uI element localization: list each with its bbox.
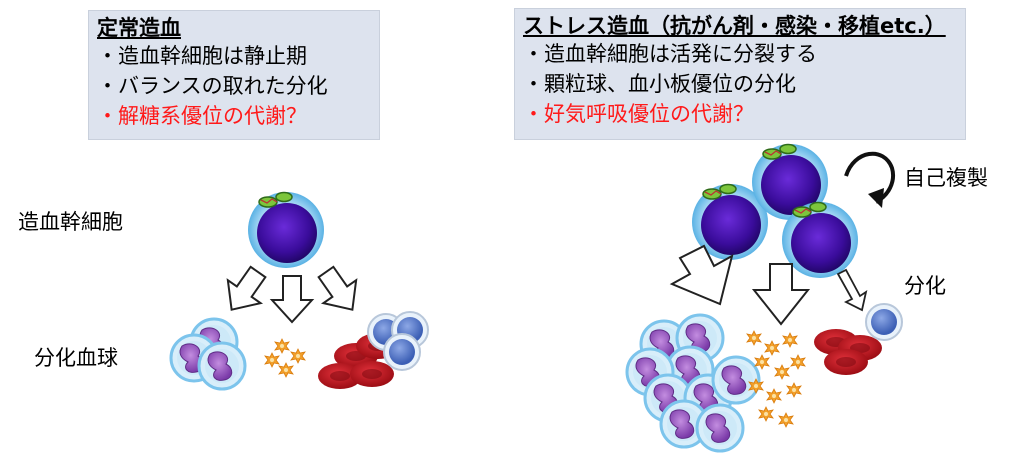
left-stem-cell	[247, 191, 325, 269]
right-lymphocyte	[865, 303, 903, 341]
left-granulocytes	[169, 317, 247, 391]
stem-cell-label: 造血幹細胞	[18, 210, 123, 234]
steady-state-line-1: ・造血幹細胞は静止期	[97, 44, 307, 68]
steady-state-line-2: ・バランスの取れた分化	[97, 74, 328, 98]
differentiation-label: 分化	[904, 274, 946, 298]
steady-state-metabolism-line: ・解糖系優位の代謝？	[97, 104, 307, 128]
self-renewal-arrow	[844, 151, 895, 208]
left-platelets	[264, 338, 306, 378]
stress-metabolism-line: ・好気呼吸優位の代謝？	[523, 102, 754, 126]
stress-text-box: ストレス造血（抗がん剤・感染・移植etc.） ・造血幹細胞は活発に分裂する ・顆…	[514, 8, 966, 140]
steady-state-text-box: 定常造血 ・造血幹細胞は静止期 ・バランスの取れた分化 ・解糖系優位の代謝？	[88, 10, 380, 140]
self-renewal-label: 自己複製	[904, 166, 988, 190]
right-platelets	[746, 330, 806, 428]
right-granulocytes	[625, 313, 761, 453]
right-stem-cells	[691, 143, 859, 279]
differentiated-cells-label: 分化血球	[34, 346, 118, 370]
right-arrows	[669, 244, 868, 326]
stress-line-1: ・造血幹細胞は活発に分裂する	[523, 42, 817, 66]
stress-line-2: ・顆粒球、血小板優位の分化	[523, 72, 796, 96]
left-lymphocytes	[367, 311, 429, 371]
stress-title: ストレス造血（抗がん剤・感染・移植etc.）	[523, 14, 946, 38]
left-arrows	[214, 259, 370, 323]
steady-state-title: 定常造血	[97, 16, 181, 40]
